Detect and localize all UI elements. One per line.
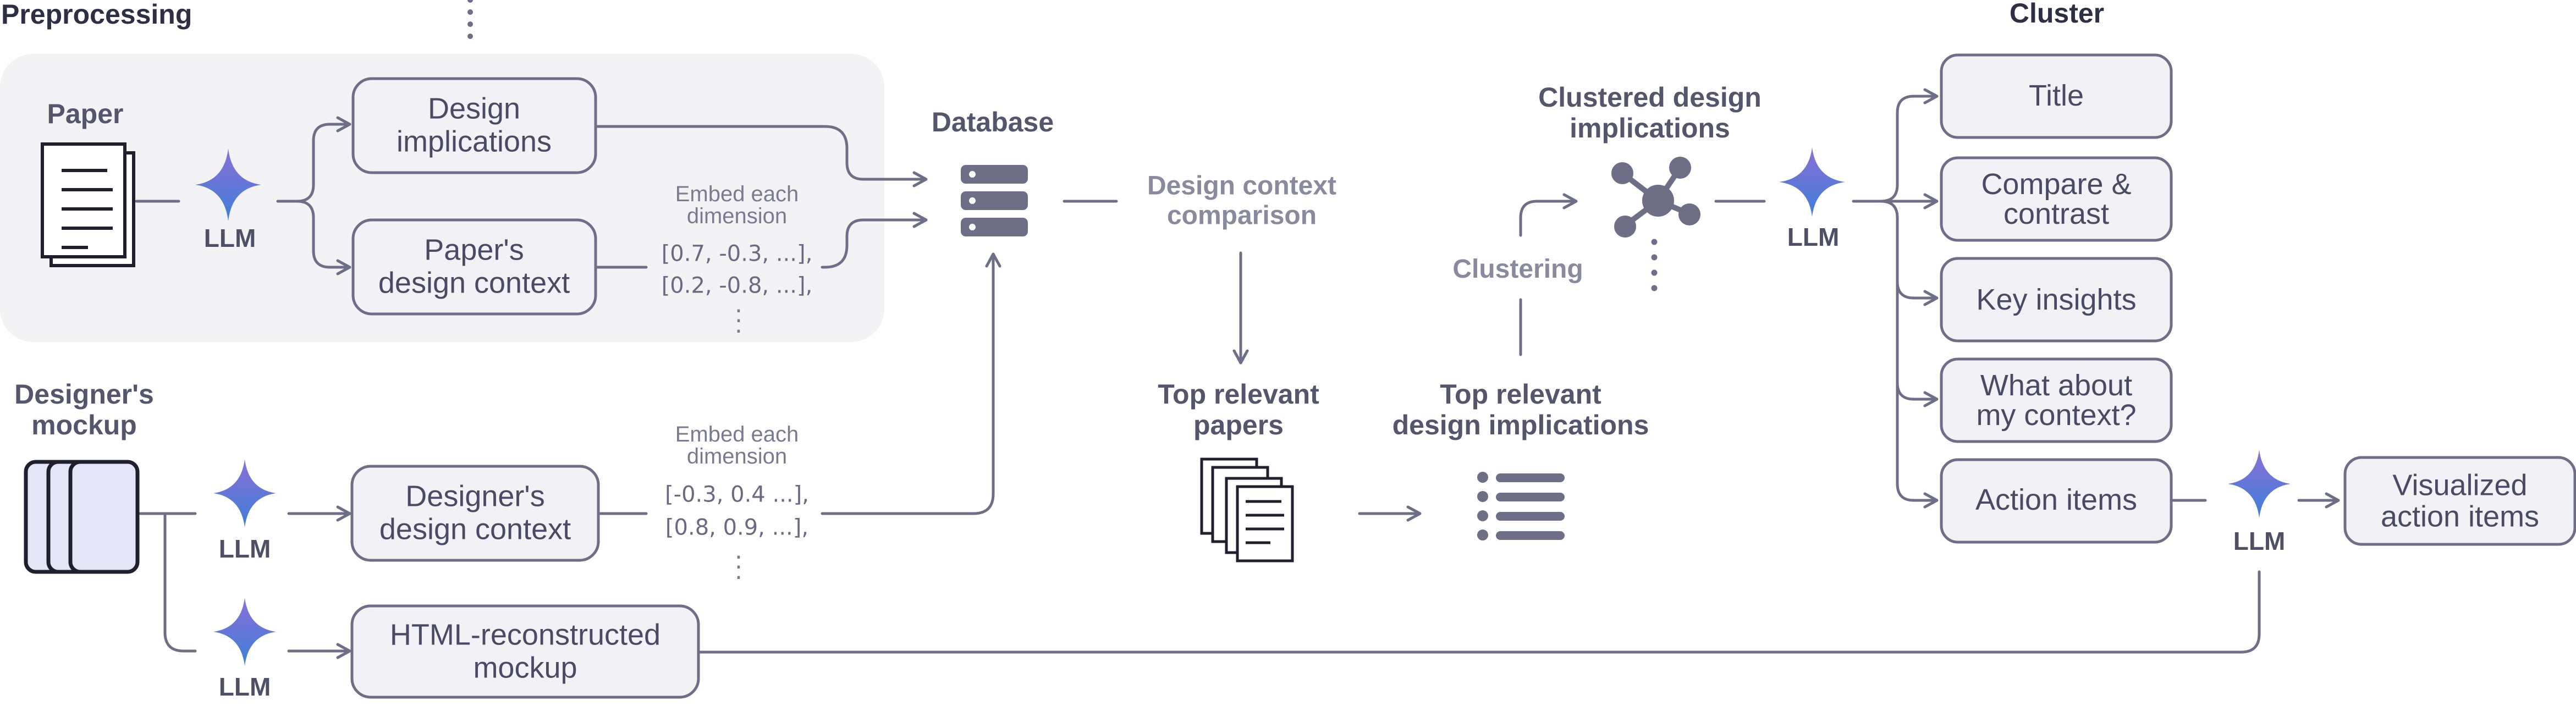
box-html-mockup bbox=[350, 604, 700, 699]
design-implications-text: Design implications bbox=[396, 92, 552, 158]
mockup-icon bbox=[24, 460, 140, 574]
list-icon bbox=[1477, 472, 1565, 540]
llm-label: LLM bbox=[218, 534, 271, 564]
papers-stack-icon bbox=[1200, 457, 1294, 562]
box-what-about bbox=[1940, 357, 2173, 443]
designer-vector-ellipsis: ··· bbox=[735, 543, 742, 592]
edge-llm-split-low bbox=[295, 200, 351, 267]
section-title-preprocessing: Preprocessing bbox=[1, 0, 192, 30]
key-insights-text: Key insights bbox=[1976, 283, 2137, 316]
action-items-text: Action items bbox=[1975, 483, 2138, 516]
sparkle-icon bbox=[2228, 450, 2291, 518]
designer-vector-2: [0.8, 0.9, ...], bbox=[665, 515, 809, 540]
database-label: Database bbox=[931, 107, 1054, 137]
llm-label: LLM bbox=[2233, 527, 2286, 556]
edge-fan-down bbox=[1879, 200, 1939, 500]
visualized-action-items-text: Visualized action items bbox=[2380, 468, 2540, 533]
compare-contrast-text: Compare & contrast bbox=[1981, 168, 2132, 230]
sparkle-icon bbox=[195, 148, 261, 221]
edge-embed-db bbox=[821, 220, 928, 269]
edge-llm-split bbox=[276, 124, 351, 203]
database-icon bbox=[961, 165, 1028, 236]
top-relevant-papers-label: Top relevant papers bbox=[1158, 379, 1319, 440]
box-visualized bbox=[2343, 456, 2576, 546]
cluster-network-icon bbox=[1611, 157, 1700, 238]
sparkle-icon bbox=[213, 598, 276, 666]
boxes bbox=[350, 53, 2576, 699]
llm-label: LLM bbox=[203, 224, 256, 253]
paper-vector-ellipsis: ··· bbox=[735, 297, 742, 346]
paper-label: Paper bbox=[47, 98, 124, 129]
llm-label: LLM bbox=[218, 672, 271, 702]
top-relevant-implications-label: Top relevant design implications bbox=[1392, 379, 1649, 440]
clustered-implications-label: Clustered design implications bbox=[1538, 82, 1762, 144]
edge-fan-key bbox=[1896, 280, 1939, 298]
box-action-items bbox=[1940, 458, 2173, 544]
edge-clustering-cluster bbox=[1519, 201, 1578, 237]
clustering-label: Clustering bbox=[1452, 255, 1583, 284]
connectors bbox=[135, 0, 2340, 654]
designer-embed-label: Embed each dimension bbox=[675, 422, 799, 468]
edge-mockup-down bbox=[163, 512, 197, 653]
box-compare bbox=[1940, 156, 2173, 242]
sparkle-icon bbox=[1779, 147, 1845, 217]
papers-design-context-text: Paper's design context bbox=[378, 233, 570, 300]
paper-icon bbox=[41, 142, 135, 267]
edge-fan-what bbox=[1896, 381, 1939, 399]
paper-vector-2: [0.2, -0.8, ...], bbox=[661, 273, 813, 299]
paper-embed-label: Embed each dimension bbox=[675, 182, 799, 228]
designers-design-context-text: Designer's design context bbox=[379, 479, 571, 546]
paper-vector-1: [0.7, -0.3, ...], bbox=[661, 241, 813, 267]
sparkles bbox=[195, 147, 2291, 666]
box-designers-design-context bbox=[350, 465, 600, 562]
edge-fan-trunk bbox=[1879, 96, 1939, 203]
box-title bbox=[1940, 53, 2173, 139]
llm-label: LLM bbox=[1787, 223, 1840, 252]
designer-mockup-label: Designer's mockup bbox=[14, 379, 154, 440]
sparkle-icon bbox=[213, 459, 276, 527]
designer-vector-1: [-0.3, 0.4 ...], bbox=[665, 482, 809, 508]
section-title-cluster: Cluster bbox=[2009, 0, 2105, 29]
what-about-context-text: What about my context? bbox=[1976, 369, 2137, 432]
box-papers-design-context bbox=[351, 218, 597, 316]
html-mockup-text: HTML-reconstructed mockup bbox=[389, 618, 661, 685]
edge-html-llm bbox=[697, 570, 2261, 654]
edge-designer-embed-db bbox=[821, 252, 993, 515]
design-context-comparison-label: Design context comparison bbox=[1147, 171, 1337, 230]
title-text: Title bbox=[2028, 79, 2084, 112]
edge-implications-db bbox=[594, 125, 928, 179]
box-design-implications bbox=[351, 77, 597, 174]
box-key-insights bbox=[1940, 257, 2173, 343]
